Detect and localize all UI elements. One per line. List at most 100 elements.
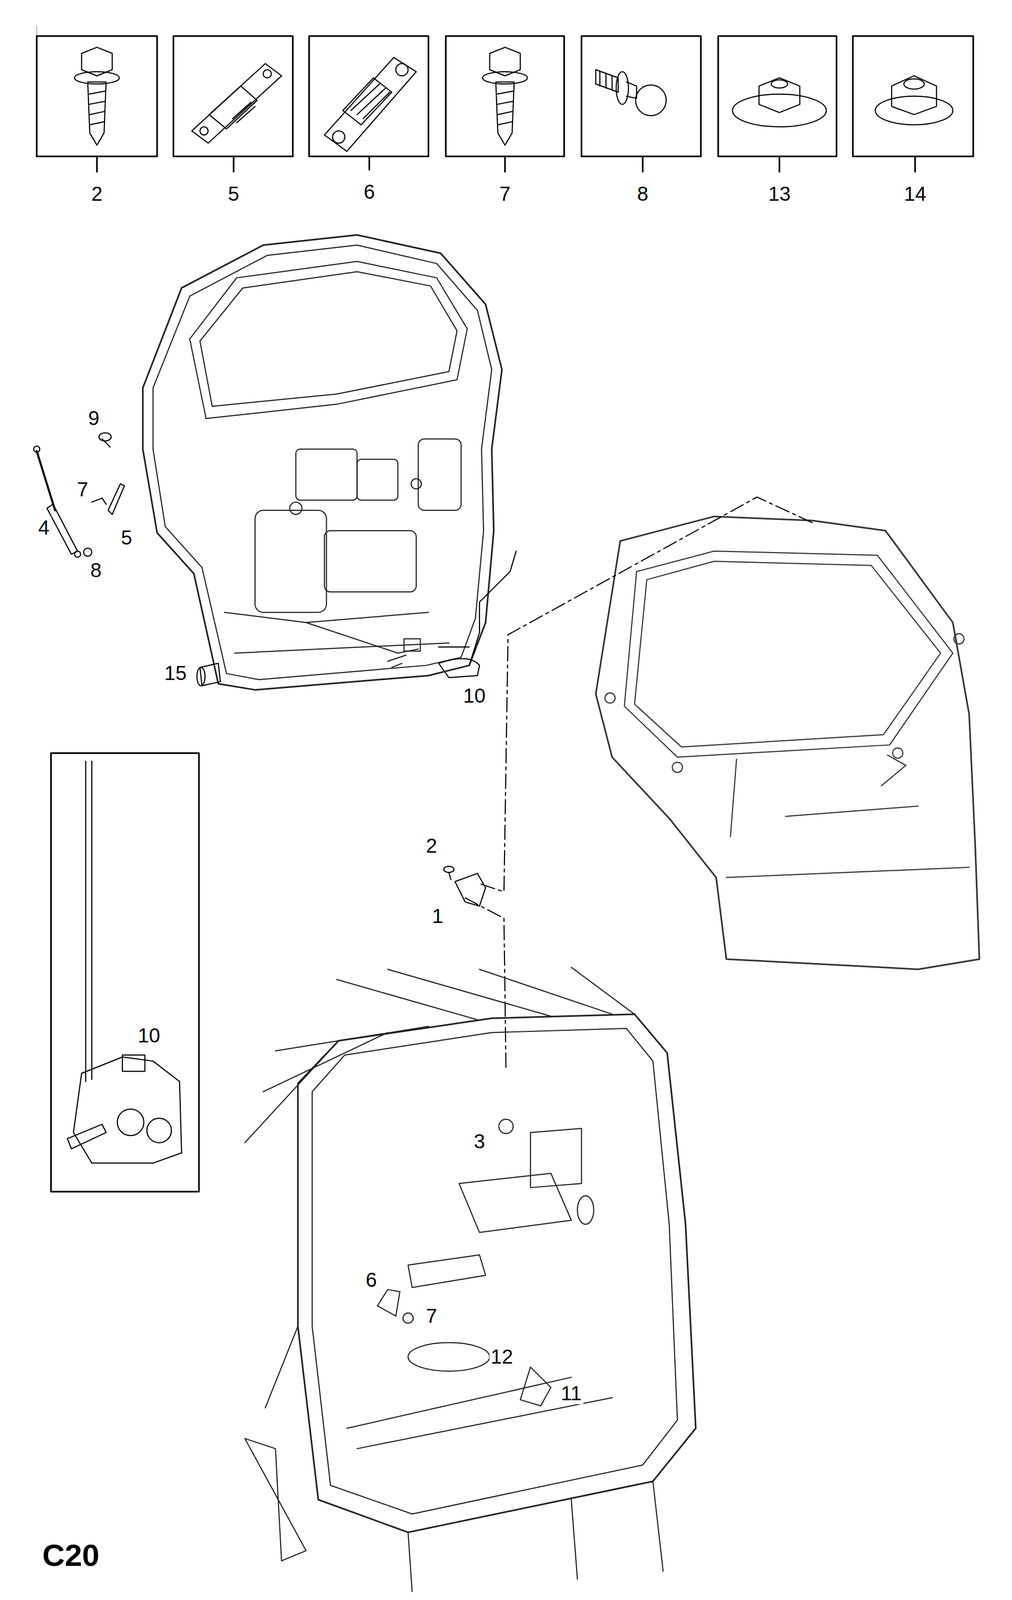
- callout-number: 13: [766, 182, 793, 205]
- drawing-stroke: [356, 459, 398, 500]
- drawing-stroke: [408, 1481, 664, 1592]
- callout-number: 7: [424, 1305, 439, 1328]
- drawing-stroke: [368, 156, 370, 170]
- drawing-stroke: [332, 131, 345, 144]
- callout-number: 11: [559, 1382, 584, 1405]
- drawing-stroke: [595, 516, 980, 970]
- drawing-stroke: [404, 639, 421, 652]
- corner-mark: [36, 26, 38, 37]
- drawing-stroke: [189, 261, 468, 419]
- drawing-stroke: [904, 78, 925, 89]
- drawing-stroke: [350, 83, 390, 119]
- hinge: [443, 866, 486, 907]
- drawing-stroke: [396, 63, 409, 76]
- callout-number: 1: [430, 905, 445, 928]
- drawing-stroke: [232, 156, 235, 172]
- drawing-stroke: [36, 36, 158, 157]
- drawing-stroke: [74, 551, 81, 558]
- drawing-stroke: [199, 271, 457, 407]
- drawing-stroke: [324, 57, 417, 152]
- drawing-stroke: [626, 81, 637, 99]
- drawing-stroke: [51, 753, 200, 1193]
- drawing-stroke: [122, 1055, 146, 1072]
- drawing-stroke: [604, 693, 615, 704]
- drawing-stroke: [244, 967, 635, 1144]
- drawing-stroke: [346, 1377, 612, 1449]
- drawing-stroke: [852, 36, 974, 157]
- drawing-stroke: [95, 156, 98, 172]
- callout-number: 9: [86, 407, 101, 430]
- drawing-stroke: [469, 551, 517, 666]
- drawing-stroke: [255, 510, 327, 613]
- drawing-stroke: [67, 1124, 106, 1150]
- drawing-stroke: [595, 69, 619, 93]
- drawing-stroke: [953, 634, 964, 645]
- drawing-stroke: [891, 75, 937, 115]
- callout-number: 15: [162, 662, 189, 685]
- drawing-stroke: [196, 667, 205, 687]
- callout-number: 12: [489, 1345, 516, 1368]
- drawing-stroke: [73, 1057, 182, 1164]
- drawing-stroke: [306, 622, 419, 654]
- plate-icon: [324, 57, 417, 152]
- assembly-line: [465, 496, 813, 1072]
- drawing-stroke: [875, 96, 953, 125]
- ball-stud-icon: [595, 69, 667, 116]
- drawing-stroke: [498, 1119, 514, 1134]
- drawing-stroke: [672, 762, 683, 773]
- callout-number: 8: [88, 559, 103, 582]
- drawing-stroke: [759, 77, 800, 113]
- drawing-stroke: [418, 439, 461, 511]
- drawing-stroke: [342, 77, 393, 125]
- tailgate-inner: [143, 234, 502, 690]
- drawing-stroke: [577, 1196, 594, 1225]
- callout-number: 6: [364, 1269, 379, 1292]
- drawing-stroke: [209, 85, 258, 129]
- callout-number: 8: [635, 182, 650, 205]
- drawing-stroke: [438, 658, 480, 678]
- drawing-stroke: [496, 91, 514, 125]
- vehicle-body: [244, 967, 696, 1592]
- drawing-stroke: [634, 561, 941, 747]
- callout-number: 2: [424, 834, 439, 857]
- drawing-stroke: [33, 446, 40, 453]
- drawing-stroke: [309, 36, 429, 157]
- drawing-stroke: [153, 244, 492, 680]
- bolt-icon: [482, 47, 528, 146]
- gas-strut: [33, 446, 81, 558]
- drawing-stroke: [454, 873, 486, 907]
- drawing-stroke: [147, 1118, 172, 1144]
- drawing-stroke: [101, 439, 110, 448]
- drawing-stroke: [117, 1109, 145, 1136]
- callout-number: 7: [497, 182, 513, 205]
- drawing-stroke: [263, 69, 272, 78]
- drawing-stroke: [599, 71, 612, 91]
- callout-number: 5: [119, 526, 134, 549]
- drawing-stroke: [530, 1128, 582, 1188]
- bolt-icon: [74, 47, 119, 146]
- drawing-stroke: [718, 36, 837, 157]
- drawing-stroke: [615, 71, 628, 105]
- drawing-stroke: [892, 747, 903, 758]
- callout-number: 2: [89, 182, 104, 205]
- callout-number: 7: [75, 478, 90, 501]
- drawing-stroke: [295, 449, 357, 501]
- drawing-stroke: [459, 1173, 572, 1233]
- callout-number: 14: [902, 182, 929, 205]
- callout-number: 10: [461, 684, 488, 707]
- drawing-stroke: [642, 156, 644, 172]
- drawing-stroke: [503, 156, 506, 172]
- drawing-stroke: [143, 234, 502, 690]
- drawing-stroke: [232, 102, 256, 123]
- callout-number: 4: [36, 516, 51, 539]
- drawing-stroke: [85, 761, 92, 1082]
- drawing-stroke: [881, 755, 907, 787]
- callout-number: 6: [362, 180, 377, 203]
- callout-number: 10: [136, 1024, 162, 1047]
- drawing-stroke: [387, 655, 407, 668]
- drawing-stroke: [88, 91, 106, 125]
- drawing-stroke: [83, 548, 92, 557]
- drawing-stroke: [635, 84, 667, 116]
- plate-icon: [191, 63, 282, 144]
